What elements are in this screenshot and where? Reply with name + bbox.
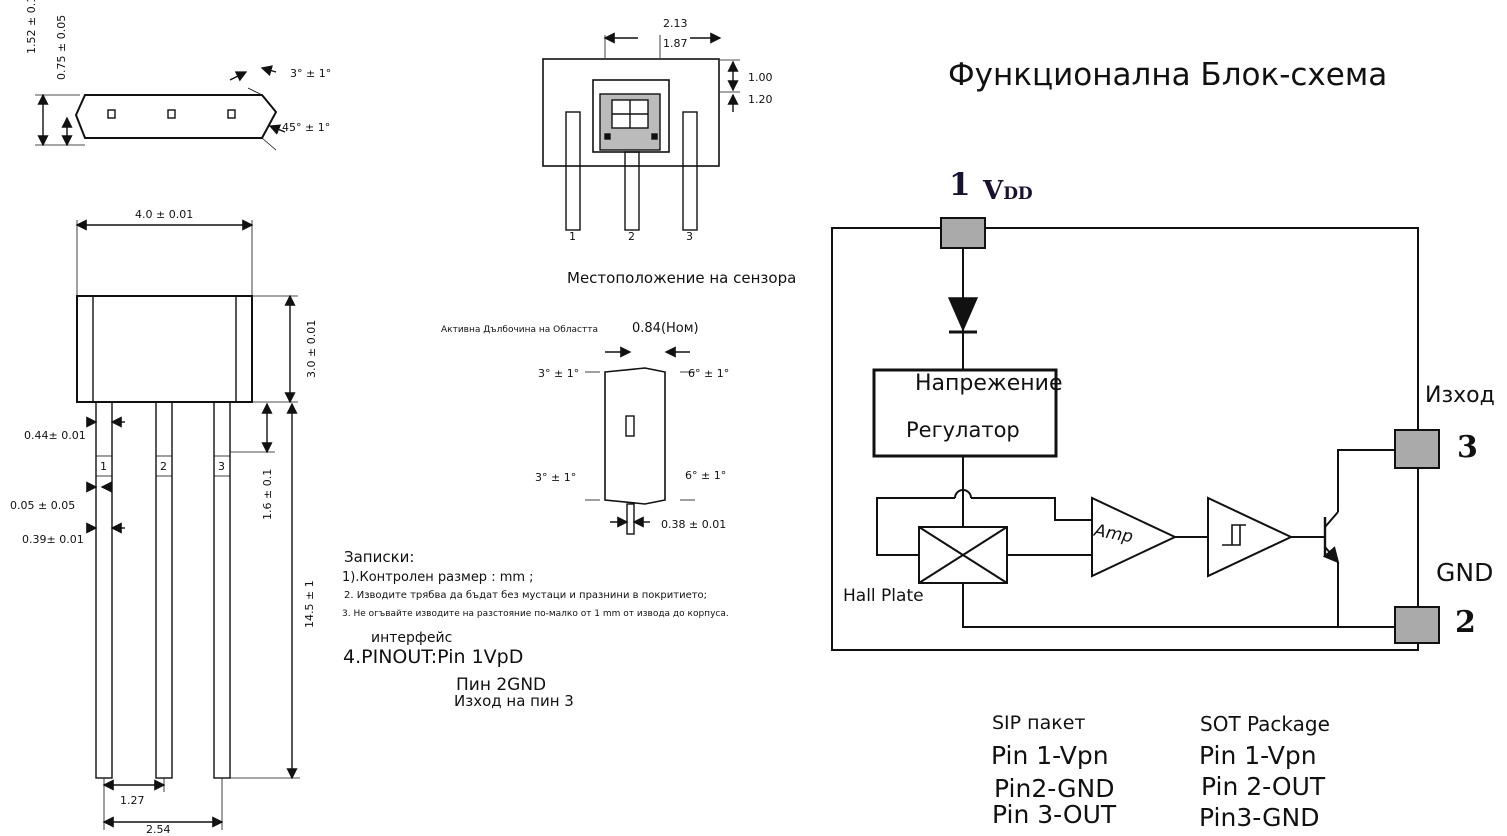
- active-depth-value: 0.84(Ном): [632, 321, 699, 336]
- dim-sensor-w2: 1.87: [663, 37, 688, 50]
- pin1-sub: DD: [1003, 184, 1033, 204]
- front-pin-3: 3: [218, 460, 225, 473]
- front-pin-2: 2: [160, 460, 167, 473]
- sensor-location-outline: [542, 32, 740, 231]
- notes-pin3: Изход на пин 3: [454, 692, 574, 710]
- sip-title: SIP пакет: [992, 712, 1086, 734]
- side-view-outline: [585, 346, 695, 535]
- notes-pin2: Пин 2GND: [456, 675, 547, 695]
- sot-pin-1: Pin 1-Vpn: [1199, 741, 1317, 770]
- dim-sensor-h1: 1.00: [748, 71, 773, 84]
- top-view-outline: [35, 65, 286, 151]
- dim-side-lead: 0.38 ± 0.01: [661, 518, 727, 531]
- front-pin-1: 1: [100, 460, 107, 473]
- dim-lead-width: 0.39± 0.01: [22, 533, 84, 546]
- dim-height: 3.0 ± 0.01: [305, 319, 318, 378]
- angle-tl: 3° ± 1°: [538, 367, 580, 380]
- angle-tr: 6° ± 1°: [688, 367, 730, 380]
- dim-0-75: 0.75 ± 0.05: [55, 14, 68, 80]
- sip-pin-3: Pin 3-OUT: [992, 800, 1117, 829]
- dim-1-52: 1.52 ± 0.1: [25, 0, 38, 54]
- pin1-number: 1: [949, 167, 971, 203]
- output-label: Изход: [1425, 383, 1495, 408]
- sensor-pin-2: 2: [628, 230, 635, 243]
- angle-top: 3° ± 1°: [290, 67, 332, 80]
- sensor-pin-1: 1: [569, 230, 576, 243]
- dim-pitch: 1.27: [120, 794, 145, 807]
- sip-pin-1: Pin 1-Vpn: [991, 741, 1109, 770]
- block-diagram-frame: [831, 217, 1440, 651]
- front-view-outline: [75, 219, 300, 830]
- notes-line-3: 3. Не огъвайте изводите на разстояние по…: [342, 609, 729, 619]
- angle-bottom: 45° ± 1°: [282, 121, 331, 134]
- sip-pin-2: Pin2-GND: [994, 774, 1115, 803]
- pin1-name: V: [983, 176, 1004, 206]
- regulator-line-1: Напрежение: [915, 371, 1063, 396]
- notes-pinout: 4.PINOUT:Pin 1VpD: [343, 646, 524, 668]
- angle-br: 6° ± 1°: [685, 469, 727, 482]
- dim-lead-gap: 0.05 ± 0.05: [10, 499, 76, 512]
- dim-pitch-total: 2.54: [146, 823, 171, 836]
- dim-width: 4.0 ± 0.01: [135, 208, 194, 221]
- regulator-line-2: Регулатор: [906, 418, 1020, 442]
- notes-line-1: 1).Контролен размер : mm ;: [342, 570, 534, 585]
- notes-line-2: 2. Изводите трябва да бъдат без мустаци …: [344, 590, 708, 601]
- hall-plate-label: Hall Plate: [843, 586, 924, 606]
- block-diagram-title: Функционална Блок-схема: [948, 57, 1388, 93]
- active-depth-label: Активна Дълбочина на Областта: [441, 325, 598, 335]
- sot-title: SOT Package: [1200, 712, 1330, 736]
- notes-interface: интерфейс: [371, 630, 453, 646]
- sot-pin-2: Pin 2-OUT: [1201, 772, 1326, 801]
- angle-bl: 3° ± 1°: [535, 471, 577, 484]
- dim-lead-top: 0.44± 0.01: [24, 429, 86, 442]
- dim-lead-length: 14.5 ± 1: [303, 580, 316, 628]
- dim-sensor-h2: 1.20: [748, 93, 773, 106]
- output-pin-number: 3: [1457, 430, 1478, 465]
- dim-lead-offset: 1.6 ± 0.1: [261, 468, 274, 520]
- sot-pin-3: Pin3-GND: [1199, 803, 1320, 832]
- notes-title: Записки:: [344, 548, 415, 566]
- sensor-pin-3: 3: [686, 230, 693, 243]
- gnd-pin-number: 2: [1455, 605, 1476, 640]
- gnd-label: GND: [1436, 558, 1494, 587]
- dim-sensor-w1: 2.13: [663, 17, 688, 30]
- sensor-caption: Местоположение на сензора: [567, 269, 797, 287]
